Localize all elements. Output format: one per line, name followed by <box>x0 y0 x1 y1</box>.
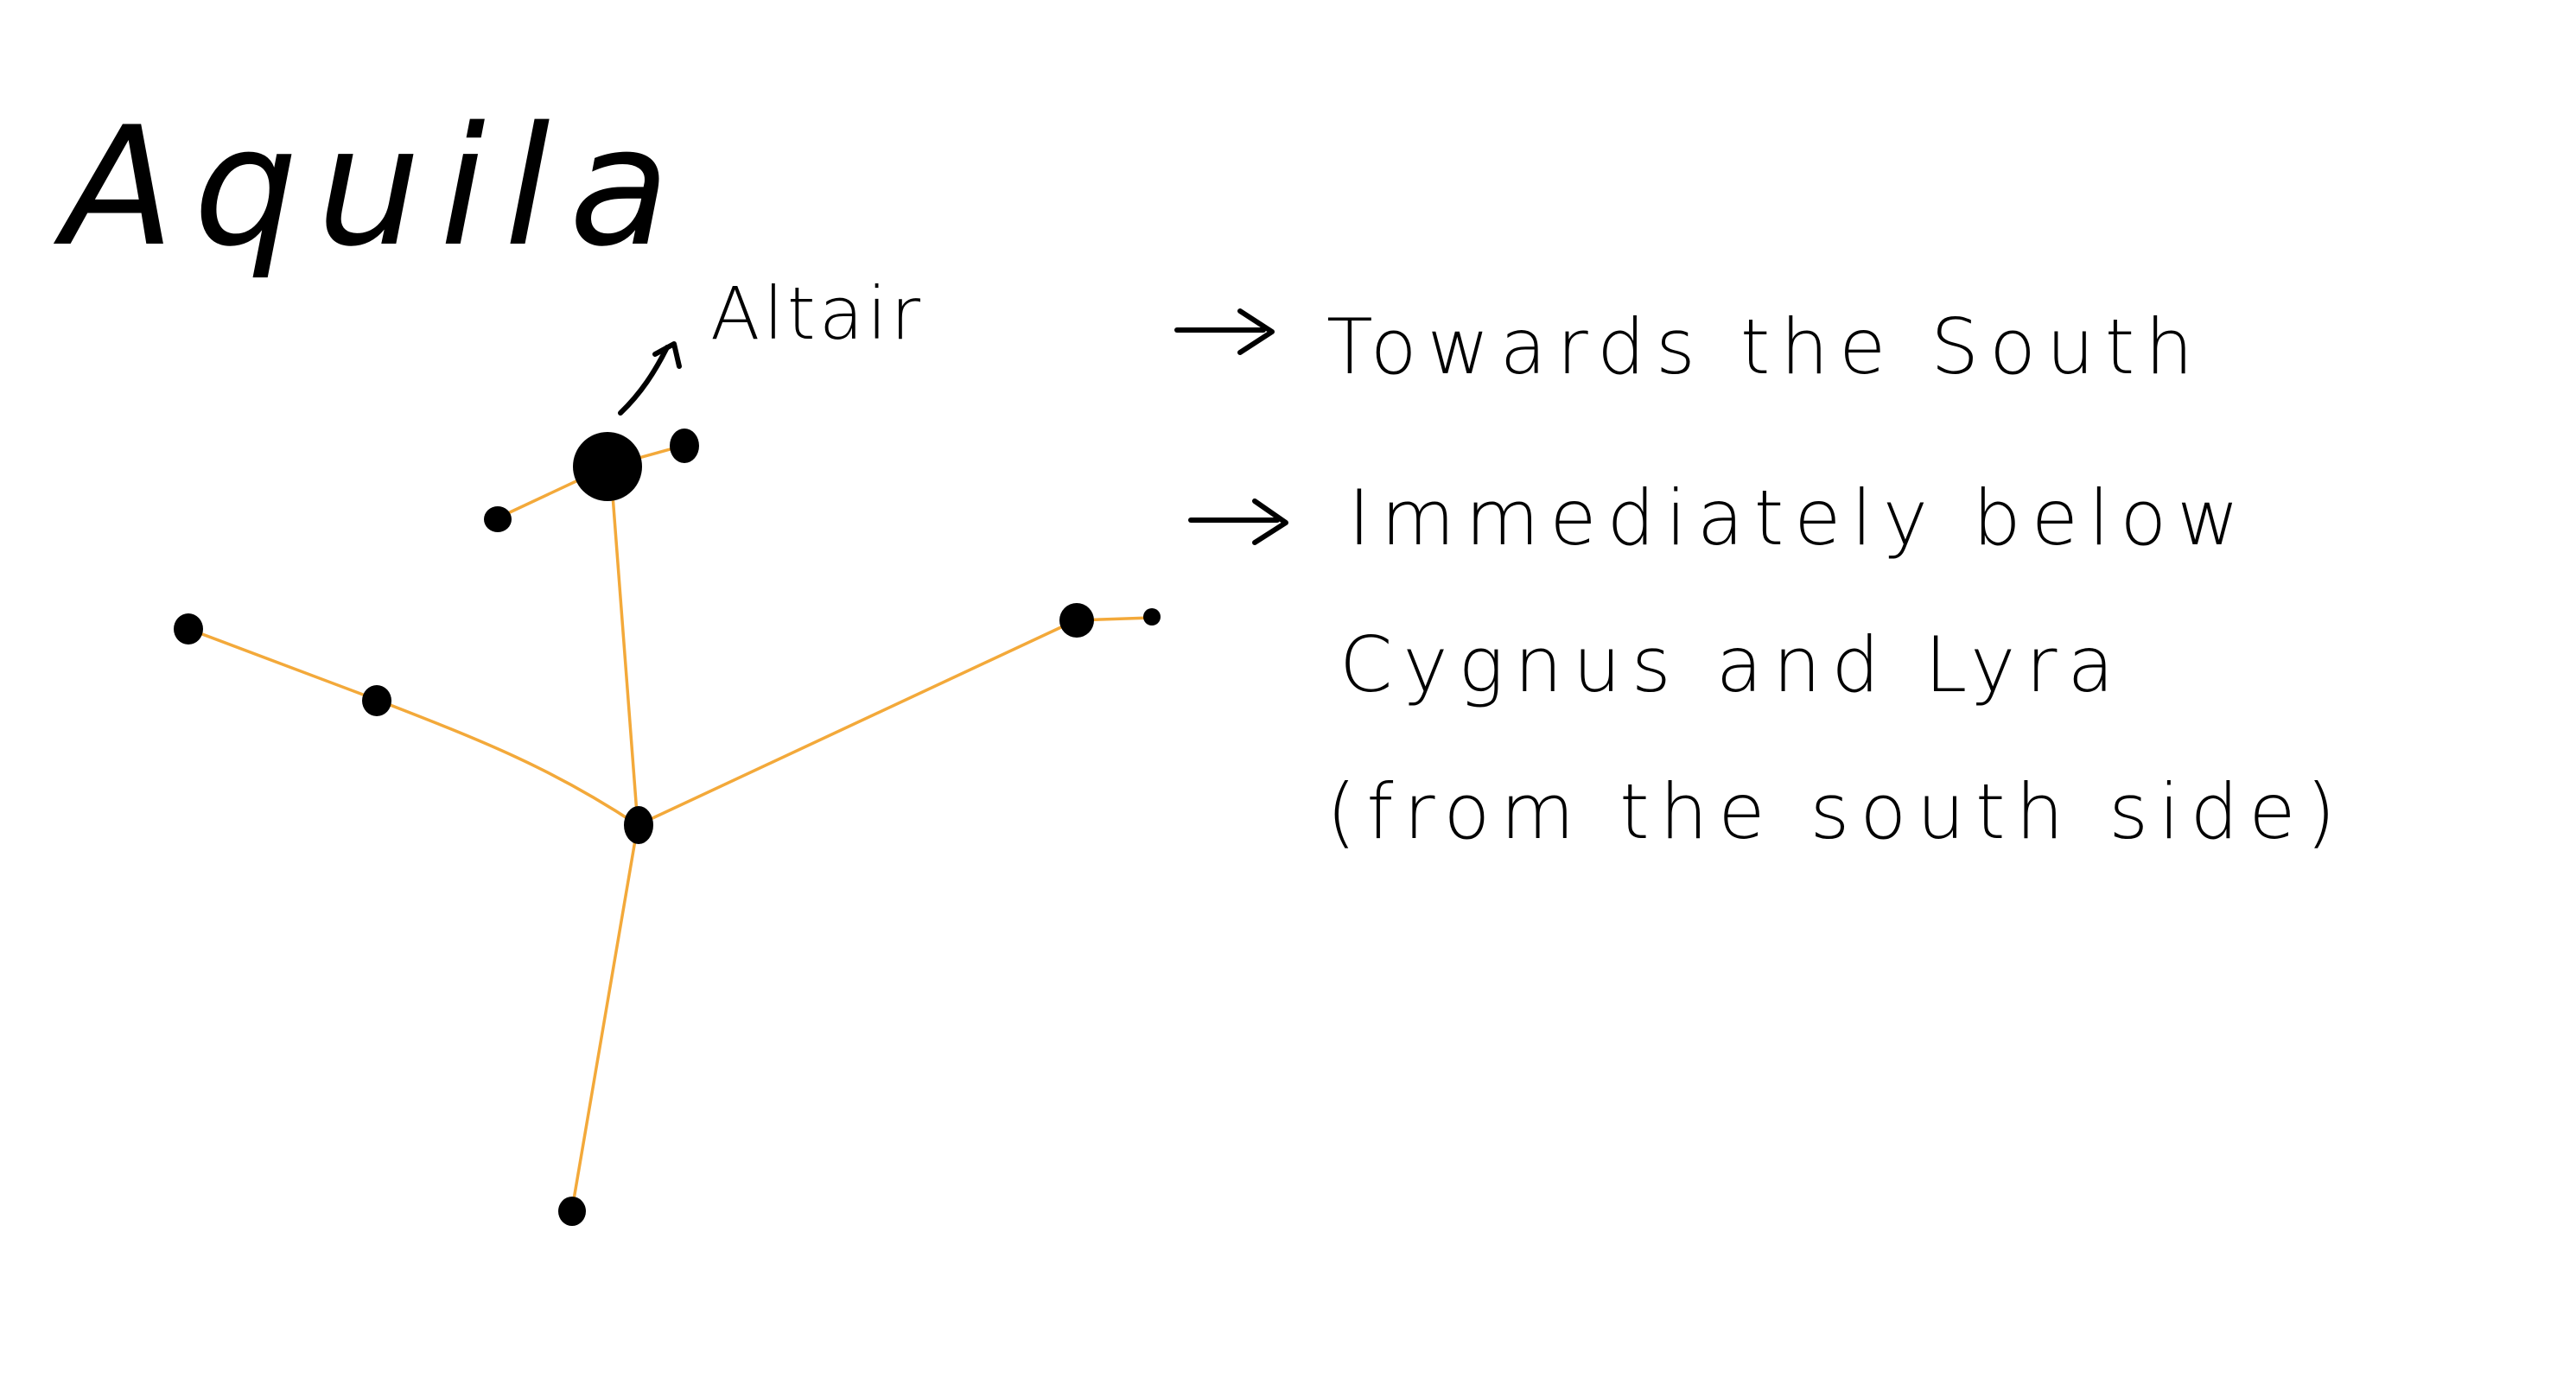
star-east-tip <box>1143 608 1161 625</box>
note-1-arrowhead <box>1237 308 1275 355</box>
star-altair-east <box>670 429 699 463</box>
star-tail <box>558 1197 586 1226</box>
note-2: Immediately below Cygnus and Lyra (from … <box>1188 473 2346 856</box>
line-tail <box>570 823 639 1211</box>
note-1: Towards the South <box>1174 302 2204 391</box>
line-west-arm-inner <box>375 698 639 827</box>
note-1-line-1: Towards the South <box>1326 302 2204 391</box>
line-east-arm <box>636 619 1078 827</box>
altair-label: Altair <box>710 271 924 356</box>
star-altair <box>573 432 642 501</box>
altair-pointer-arrow <box>618 345 670 416</box>
star-altair-west <box>484 506 512 532</box>
line-altair-center <box>610 482 639 827</box>
line-west-arm-outer <box>187 627 378 702</box>
note-2-arrowhead <box>1252 498 1288 545</box>
star-west-inner <box>362 685 391 716</box>
constellation-lines <box>187 444 1154 1211</box>
star-west-tip <box>174 613 203 645</box>
star-center <box>624 806 653 844</box>
diagram-title: Aquila <box>53 92 689 283</box>
note-2-line-1: Immediately below <box>1348 473 2249 562</box>
note-2-line-2: Cygnus and Lyra <box>1339 620 2124 709</box>
star-east <box>1059 603 1094 638</box>
note-2-line-3: (from the south side) <box>1326 767 2346 856</box>
altair-pointer-arrowhead <box>652 341 682 369</box>
constellation-stars <box>174 429 1161 1226</box>
